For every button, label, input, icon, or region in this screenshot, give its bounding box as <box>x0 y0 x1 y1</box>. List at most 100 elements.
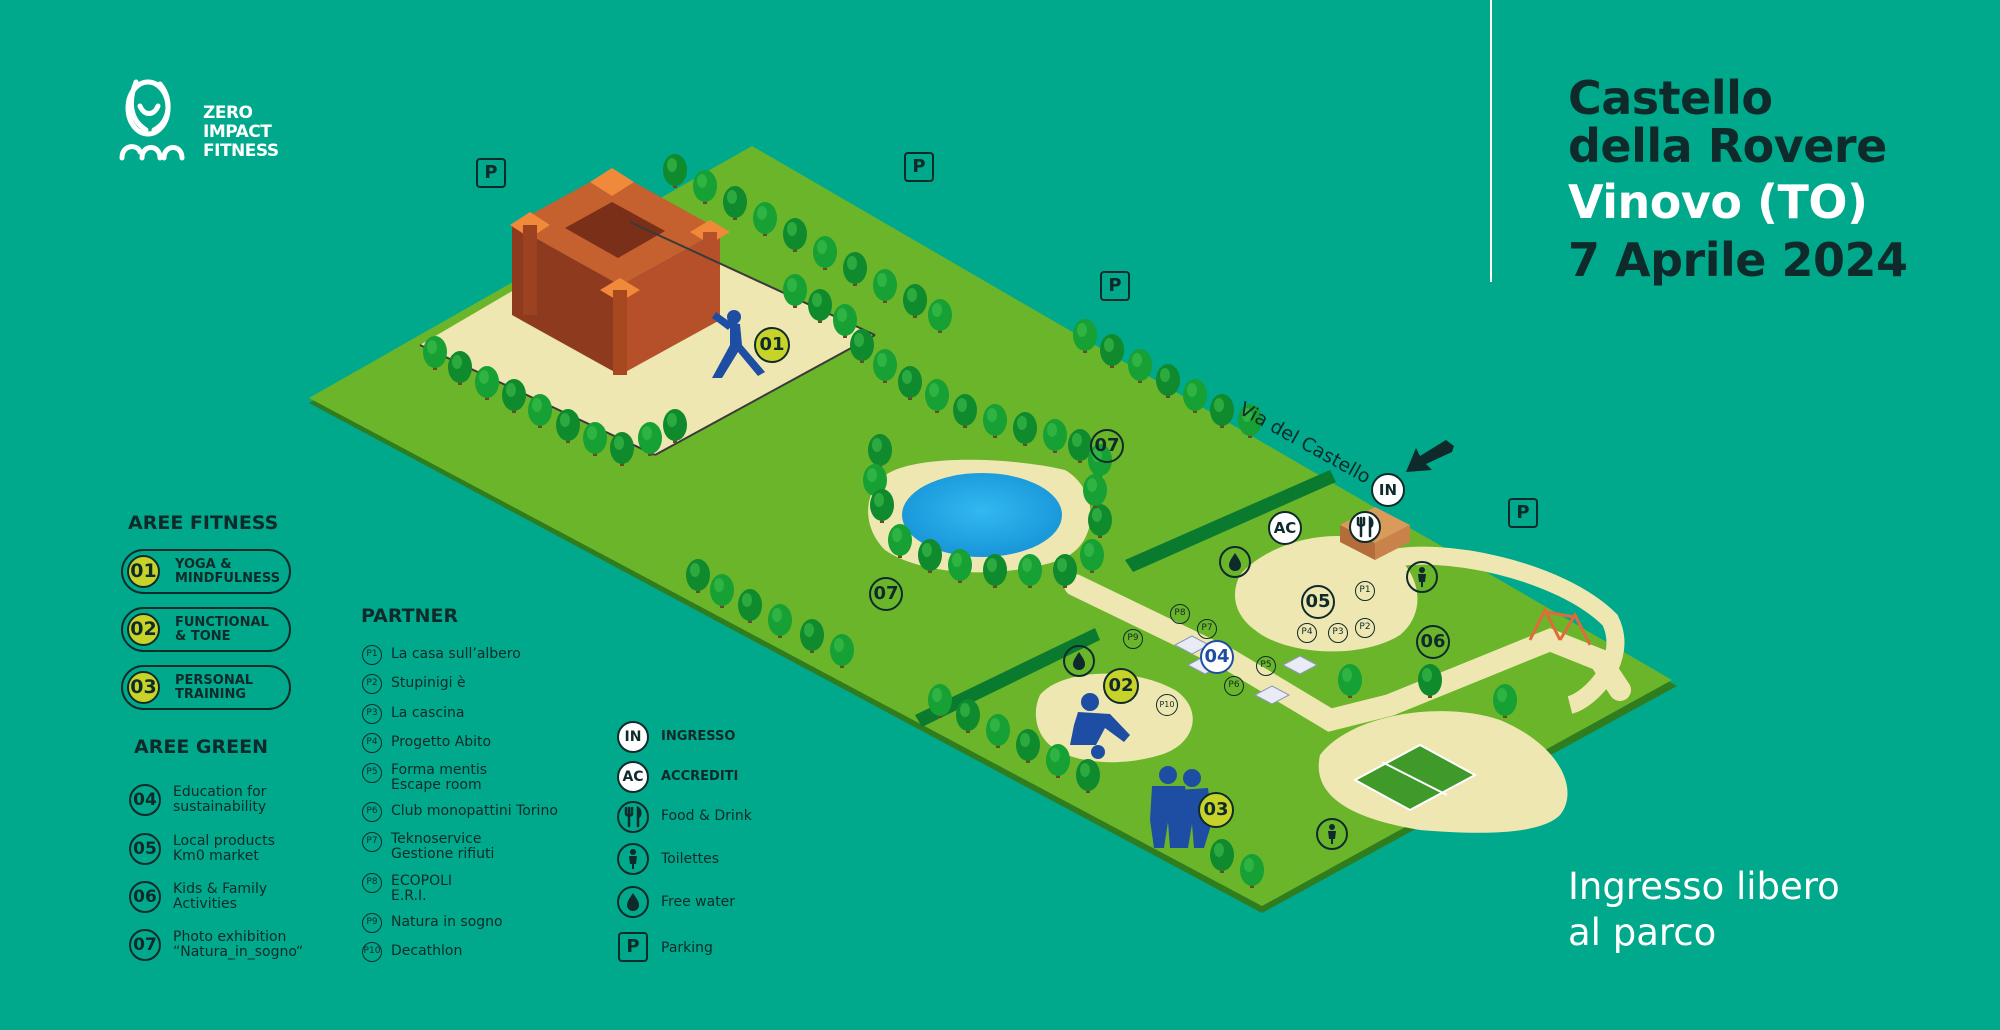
area-marker-06: 06 <box>1416 625 1450 659</box>
green-label: Photo exhibition “Natura_in_sogno“ <box>173 929 304 960</box>
green-label: Kids & Family Activities <box>173 881 268 912</box>
partner-label: Natura in sogno <box>391 914 503 930</box>
partner-marker-p6: P6 <box>1224 676 1244 696</box>
tree <box>868 434 892 468</box>
fork-knife-icon <box>617 801 649 833</box>
tree <box>423 336 447 370</box>
fitness-number: 03 <box>127 671 160 704</box>
fitness-label: FUNCTIONAL & TONE <box>175 615 269 644</box>
fitness-number: 02 <box>127 613 160 646</box>
partner-heading: PARTNER <box>361 605 459 627</box>
tree <box>1238 404 1262 438</box>
green-label: Local products Km0 market <box>173 833 275 864</box>
parking-legend-icon: P <box>618 932 648 962</box>
partner-label: ECOPOLI E.R.I. <box>391 873 453 904</box>
tree <box>783 274 807 308</box>
partner-label: Decathlon <box>391 943 463 959</box>
partner-marker-p9: P9 <box>1123 629 1143 649</box>
tree <box>956 699 980 733</box>
title-line-2: della Rovere <box>1568 119 1887 173</box>
fitness-label: PERSONAL TRAINING <box>175 673 254 702</box>
tree <box>502 379 526 413</box>
tree <box>1100 334 1124 368</box>
partner-label: La cascina <box>391 705 465 721</box>
hedge-east <box>1125 470 1336 572</box>
functional-figure <box>1070 693 1130 759</box>
ingresso-legend-icon: IN <box>617 721 649 753</box>
tree <box>800 619 824 653</box>
partner-marker-p7: P7 <box>1197 619 1217 639</box>
tree <box>925 379 949 413</box>
accreditation-marker: AC <box>1268 511 1302 545</box>
logo-line-1: ZERO <box>203 103 253 123</box>
title-divider <box>1490 0 1492 282</box>
toilet-icon <box>617 843 649 875</box>
water-drop-icon <box>617 886 649 918</box>
tree <box>833 304 857 338</box>
playground <box>1528 606 1592 646</box>
tree <box>1080 539 1104 573</box>
aree-green-heading: AREE GREEN <box>134 736 268 758</box>
partner-number: P4 <box>362 733 382 753</box>
area-marker-07-b: 07 <box>869 577 903 611</box>
partner-number: P6 <box>362 802 382 822</box>
field-line <box>1381 761 1448 796</box>
aree-fitness-heading: AREE FITNESS <box>128 512 279 534</box>
partner-marker-p10: P10 <box>1156 694 1178 716</box>
parking-marker: P <box>1100 271 1130 301</box>
tree <box>928 299 952 333</box>
green-label: Education for sustainability <box>173 784 267 815</box>
fitness-item-01: 01 YOGA & MINDFULNESS <box>121 549 291 594</box>
partner-number: P7 <box>362 832 382 852</box>
castle <box>510 168 730 375</box>
tree <box>948 549 972 583</box>
tree <box>1210 839 1234 873</box>
tree <box>953 394 977 428</box>
green-number: 04 <box>129 784 161 816</box>
toilet-icon <box>1316 818 1348 850</box>
partner-marker-p1: P1 <box>1355 581 1375 601</box>
tree <box>693 170 717 204</box>
tree <box>556 409 580 443</box>
kids-area-path <box>1382 546 1625 714</box>
tree <box>1016 729 1040 763</box>
tree <box>1073 319 1097 353</box>
food-drink-legend-label: Food & Drink <box>661 808 752 824</box>
yoga-figure <box>712 310 765 378</box>
tree <box>928 684 952 718</box>
tree <box>1046 744 1070 778</box>
partner-number: P5 <box>362 763 382 783</box>
partner-number: P10 <box>362 942 382 962</box>
title-line-3: Vinovo (TO) <box>1568 175 1868 229</box>
partner-label: La casa sull’albero <box>391 646 521 662</box>
area-marker-03: 03 <box>1198 792 1234 828</box>
tree <box>1068 429 1092 463</box>
tree <box>873 349 897 383</box>
tree <box>448 351 472 385</box>
water-drop-icon <box>1219 546 1251 578</box>
area-marker-02: 02 <box>1103 668 1139 704</box>
tree <box>808 289 832 323</box>
ingresso-legend-label: INGRESSO <box>661 729 736 744</box>
fitness-item-02: 02 FUNCTIONAL & TONE <box>121 607 291 652</box>
parking-marker: P <box>476 158 506 188</box>
tree <box>663 409 687 443</box>
tree <box>888 524 912 558</box>
green-number: 05 <box>129 833 161 865</box>
area-marker-07: 07 <box>1090 429 1124 463</box>
partner-marker-p8: P8 <box>1170 604 1190 624</box>
partner-label: Progetto Abito <box>391 734 492 750</box>
parking-marker: P <box>1508 498 1538 528</box>
tree <box>753 202 777 236</box>
area-marker-01: 01 <box>754 327 790 363</box>
toilet-icon <box>1406 561 1438 593</box>
tree <box>638 422 662 456</box>
tree <box>986 714 1010 748</box>
fitness-number: 01 <box>127 555 160 588</box>
partner-number: P3 <box>362 704 382 724</box>
accrediti-legend-label: ACCREDITI <box>661 769 739 784</box>
tree <box>898 366 922 400</box>
partner-marker-p2: P2 <box>1355 618 1375 638</box>
